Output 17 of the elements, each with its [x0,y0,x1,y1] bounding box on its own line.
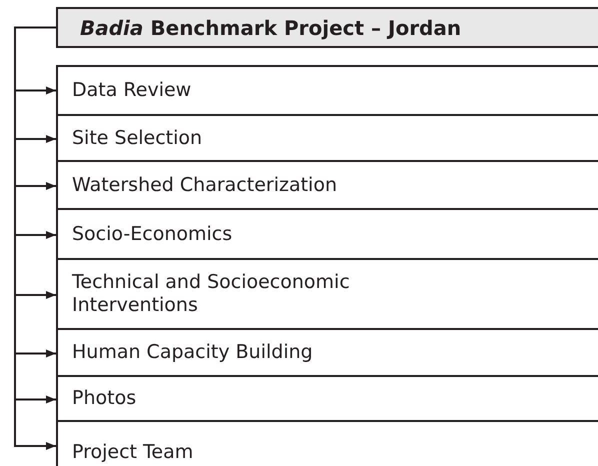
item-label: Socio-Economics [72,222,232,246]
item-label: Photos [72,387,136,410]
item-label: Data Review [72,79,192,102]
list-item-box [56,330,598,377]
item-label: Site Selection [72,126,202,150]
list-item-box [56,116,598,162]
item-label: Human Capacity Building [72,341,313,364]
item-label: Technical and Socioeconomic Interventions [72,271,351,317]
list-item-box [56,65,598,116]
list-item-box [56,210,598,260]
title-box [56,7,598,48]
list-item-box [56,162,598,210]
list-item-box [56,260,598,330]
item-label: Project Team [72,440,194,464]
item-label: Watershed Characterization [72,174,337,196]
title-text: Badia Benchmark Project – Jordan [80,16,462,40]
list-item-box [56,377,598,422]
